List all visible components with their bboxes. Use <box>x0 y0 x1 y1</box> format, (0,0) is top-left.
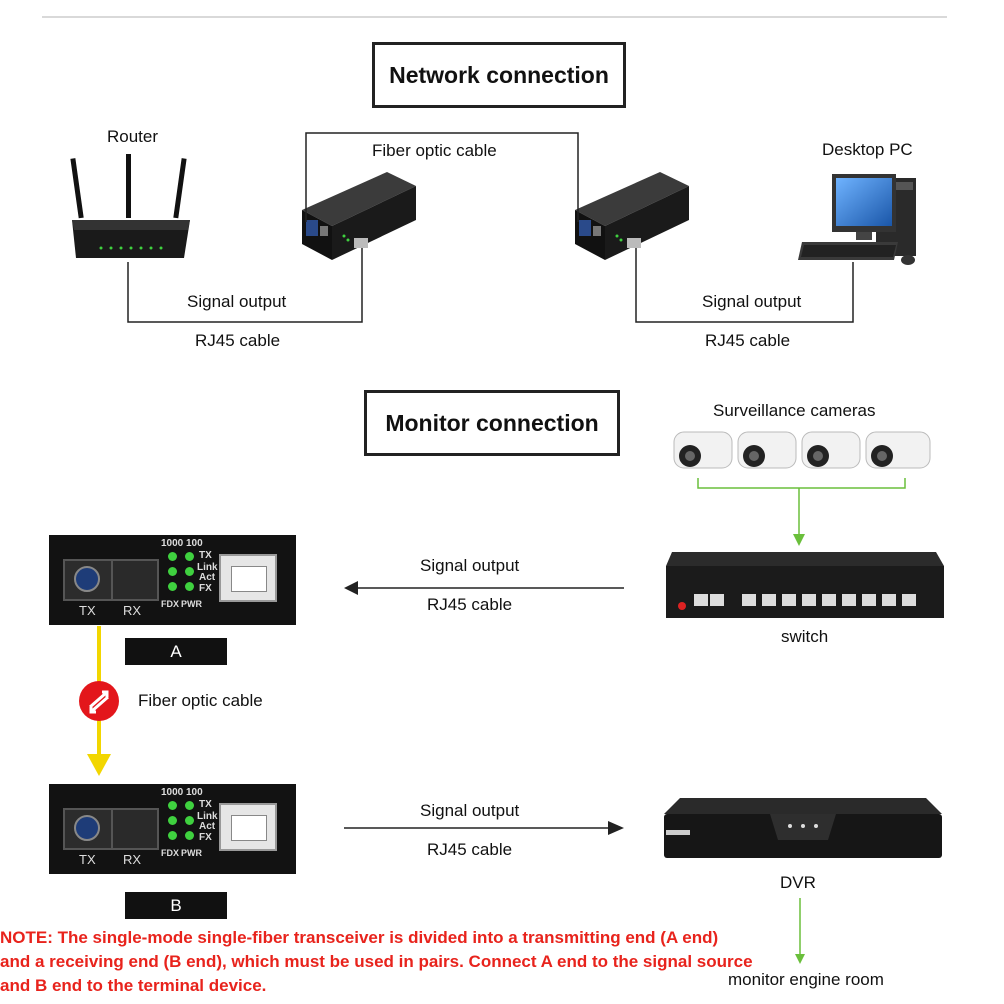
fdx-label: FDX <box>161 848 179 858</box>
end-a-tag: A <box>125 638 227 665</box>
port-tx-label: TX <box>79 852 96 867</box>
dvr-to-engine-room-arrow <box>795 898 805 964</box>
led-1 <box>168 801 177 810</box>
bottom-signal-label: Signal output <box>420 801 520 820</box>
switch-to-a-arrow <box>344 581 624 595</box>
top-divider <box>42 16 947 18</box>
router-label: Router <box>107 127 159 146</box>
led-1 <box>168 552 177 561</box>
port-rx-label: RX <box>123 603 142 618</box>
switch-label: switch <box>781 627 829 646</box>
top-signal-label: Signal output <box>420 556 520 575</box>
top-cable-label: RJ45 cable <box>427 595 513 614</box>
speed-1000-label: 1000 <box>161 787 184 798</box>
led-tx-label: TX <box>199 799 212 810</box>
router-icon <box>70 154 190 258</box>
dvr-label: DVR <box>780 873 816 892</box>
media-converter-right-icon <box>575 172 689 260</box>
led-4 <box>185 567 194 576</box>
speed-100-label: 100 <box>186 538 203 549</box>
end-a-label: A <box>170 641 182 661</box>
desktop-pc-icon <box>798 174 916 265</box>
transceiver-b: TX RX 1000 100 TX Link Act FX FDX PWR <box>49 784 296 874</box>
fiber-port-rx <box>111 559 159 601</box>
b-to-dvr-arrow <box>344 821 624 835</box>
dvr-icon <box>664 798 942 858</box>
led-6 <box>185 831 194 840</box>
bottom-cable-label: RJ45 cable <box>427 840 513 859</box>
network-left-cable-label: RJ45 cable <box>195 331 281 350</box>
note-line-2: and a receiving end (B end), which must … <box>0 952 753 971</box>
desktop-pc-label: Desktop PC <box>822 140 913 159</box>
led-3 <box>168 816 177 825</box>
rj45-port-icon <box>219 803 277 851</box>
led-fx-label: FX <box>199 583 212 594</box>
transceiver-a: TX RX 1000 100 TX Link Act FX FDX PWR <box>49 535 296 625</box>
camera-to-switch-arrow <box>697 478 906 546</box>
switch-icon <box>666 552 944 618</box>
led-6 <box>185 582 194 591</box>
led-link-label: Link <box>197 562 218 573</box>
fiber-port-circle-icon <box>74 566 100 592</box>
speed-100-label: 100 <box>186 787 203 798</box>
pwr-label: PWR <box>181 848 202 858</box>
led-5 <box>168 831 177 840</box>
surveillance-cameras-label: Surveillance cameras <box>713 401 876 420</box>
network-right-signal-label: Signal output <box>702 292 802 311</box>
speed-1000-label: 1000 <box>161 538 184 549</box>
network-right-cable-label: RJ45 cable <box>705 331 791 350</box>
network-cable-lines <box>127 132 854 323</box>
led-act-label: Act <box>199 821 216 832</box>
monitor-engine-room-label: monitor engine room <box>728 970 884 989</box>
led-4 <box>185 816 194 825</box>
end-b-tag: B <box>125 892 227 919</box>
note-line-1: NOTE: The single-mode single-fiber trans… <box>0 928 719 947</box>
note-text: NOTE: The single-mode single-fiber trans… <box>0 926 860 998</box>
led-2 <box>185 801 194 810</box>
led-fx-label: FX <box>199 832 212 843</box>
fiber-port-circle-icon <box>74 815 100 841</box>
media-converter-left-icon <box>302 172 416 260</box>
monitor-fiber-label: Fiber optic cable <box>138 691 263 710</box>
led-5 <box>168 582 177 591</box>
rj45-port-icon <box>219 554 277 602</box>
led-link-label: Link <box>197 811 218 822</box>
led-2 <box>185 552 194 561</box>
network-title-text: Network connection <box>389 61 609 88</box>
note-line-3: and B end to the terminal device. <box>0 976 267 995</box>
port-rx-label: RX <box>123 852 142 867</box>
network-fiber-label: Fiber optic cable <box>372 141 497 160</box>
network-connection-title: Network connection <box>372 42 626 108</box>
led-act-label: Act <box>199 572 216 583</box>
led-tx-label: TX <box>199 550 212 561</box>
fiber-port-rx <box>111 808 159 850</box>
end-b-label: B <box>170 895 182 915</box>
monitor-title-text: Monitor connection <box>385 409 599 436</box>
surveillance-cameras-icon <box>673 431 931 469</box>
port-tx-label: TX <box>79 603 96 618</box>
fiber-exchange-icon <box>79 681 119 721</box>
monitor-connection-title: Monitor connection <box>364 390 620 456</box>
fdx-label: FDX <box>161 599 179 609</box>
pwr-label: PWR <box>181 599 202 609</box>
network-left-signal-label: Signal output <box>187 292 287 311</box>
led-3 <box>168 567 177 576</box>
